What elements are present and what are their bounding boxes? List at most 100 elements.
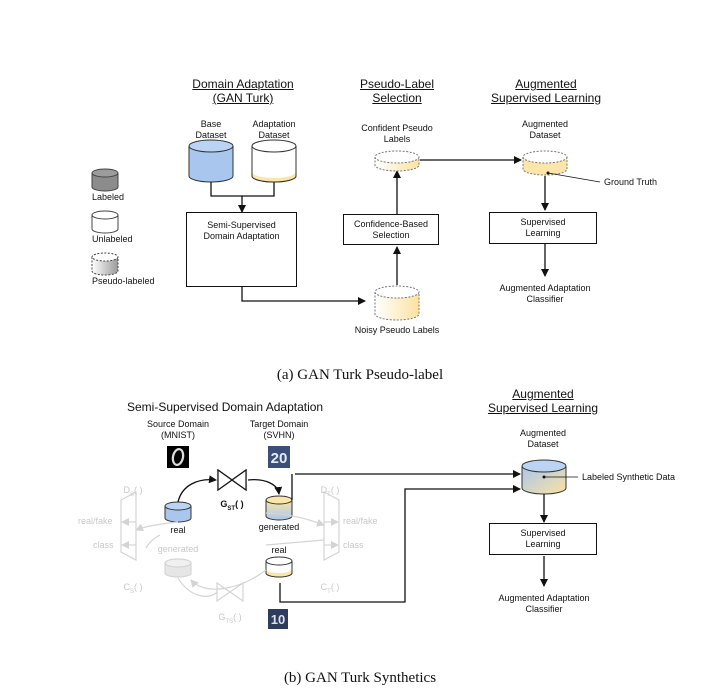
legend-labeled-cylinder [91, 168, 119, 192]
svhn-thumbnail [268, 446, 290, 468]
legend-unlabeled: Unlabeled [92, 234, 133, 244]
to-noisy-arrow [241, 287, 366, 305]
gst-sub: ST [227, 505, 236, 512]
header-aug-l1: Augmented [515, 77, 577, 91]
classifier-b-l2: Classifier [525, 604, 563, 614]
aug-dataset-label-a: Augmented Dataset [505, 119, 585, 141]
adaptation-dataset-cylinder [251, 139, 297, 183]
ssda-box: Semi-Supervised Domain Adaptation [186, 212, 297, 287]
gst-label: GST( ) [212, 499, 252, 515]
generated-label: generated [258, 522, 300, 532]
ground-truth-leader [547, 172, 601, 183]
svg-text:10: 10 [271, 612, 285, 627]
svhn-thumbnail-2 [268, 609, 288, 629]
ct-paren: ( ) [330, 582, 340, 592]
dt-paren: ( ) [330, 485, 340, 495]
header-pseudo-label: Pseudo-Label Selection [342, 77, 452, 105]
source-l1: Source Domain [146, 419, 210, 429]
noisy-pseudo-label: Noisy Pseudo Labels [354, 325, 440, 335]
source-real-cylinder [164, 501, 192, 523]
datasets-join-line [210, 182, 275, 197]
gts-g: G [218, 612, 226, 622]
base-dataset-cylinder [188, 139, 234, 183]
adaptation-dataset-l1: Adaptation [252, 119, 296, 129]
labeled-synthetic-label: Labeled Synthetic Data [582, 472, 676, 482]
base-dataset-l2: Dataset [195, 130, 227, 140]
real-to-gst-arc [177, 475, 217, 503]
cs-label: CS( ) [118, 582, 148, 598]
cs-sub: S [129, 588, 134, 595]
ds-sub: S [129, 491, 134, 498]
gts-paren: ( ) [233, 612, 242, 622]
aug-dataset-a-l2: Dataset [529, 130, 561, 140]
ssda-l2: Domain Adaptation [203, 231, 280, 241]
aug-dataset-b-l2: Dataset [527, 439, 559, 449]
source-l2: (MNIST) [161, 430, 195, 440]
header-aug-l2: Supervised Learning [490, 91, 602, 105]
legend-unlabeled-cylinder [91, 210, 119, 234]
legend-labeled: Labeled [92, 192, 125, 202]
base-dataset-label: Base Dataset [181, 119, 241, 141]
confident-l1: Confident Pseudo [361, 123, 433, 133]
header-pseudo-l1: Pseudo-Label [359, 77, 435, 91]
gst-suffix: ( ) [235, 499, 244, 509]
header-aug-b-l1: Augmented [512, 387, 574, 401]
adaptation-dataset-label: Adaptation Dataset [244, 119, 304, 141]
sup-a-l2: Learning [525, 228, 561, 238]
realfake-left: real/fake [78, 516, 113, 526]
realfake-right: real/fake [343, 516, 378, 526]
caption-b: (b) GAN Turk Synthetics [283, 670, 437, 686]
caption-a: (a) GAN Turk Pseudo-label [276, 367, 444, 383]
ct-c: C [320, 582, 328, 592]
gst-to-generated-arc [247, 479, 283, 495]
header-augmented-b: Augmented Supervised Learning [478, 387, 608, 415]
cbs-l2: Selection [372, 230, 410, 240]
header-aug-b-l2: Supervised Learning [487, 401, 599, 415]
panel-b-title: Semi-Supervised Domain Adaptation [127, 400, 324, 414]
supervised-learning-box-a: Supervised Learning [489, 212, 597, 244]
confident-pseudo-label: Confident Pseudo Labels [352, 123, 442, 145]
classifier-label-a: Augmented Adaptation Classifier [485, 283, 605, 305]
source-domain-label: Source Domain (MNIST) [143, 419, 213, 441]
header-pseudo-l2: Selection [372, 91, 422, 105]
target-l1: Target Domain [249, 419, 309, 429]
dt-d: D [320, 485, 328, 495]
base-dataset-l1: Base [200, 119, 222, 129]
class-right: class [343, 540, 364, 550]
aug-dataset-a-l1: Augmented [521, 119, 569, 129]
header-domain-adaptation: Domain Adaptation (GAN Turk) [178, 77, 308, 105]
noisy-pseudo-cylinder [374, 285, 420, 321]
target-l2: (SVHN) [263, 430, 295, 440]
sup-b-l2: Learning [525, 539, 561, 549]
class-left: class [93, 540, 114, 550]
cs-paren: ( ) [134, 582, 143, 592]
dt-label: DT( ) [315, 485, 345, 501]
classifier-label-b: Augmented Adaptation Classifier [484, 593, 604, 615]
generated-ghost: generated [157, 544, 199, 554]
confidence-selection-box: Confidence-Based Selection [343, 214, 439, 245]
confident-pseudo-cylinder [374, 150, 420, 172]
header-domain-adaptation-l2: (GAN Turk) [212, 91, 274, 105]
ghost-elements [120, 491, 340, 603]
ssda-l1: Semi-Supervised [207, 220, 276, 230]
legend-pseudo-cylinder [91, 252, 119, 276]
confident-l2: Labels [383, 134, 411, 144]
gts-label: GTS( ) [213, 612, 247, 628]
ct-label: CT( ) [315, 582, 345, 598]
target-domain-label: Target Domain (SVHN) [244, 419, 314, 441]
sup-b-l1: Supervised [520, 528, 566, 538]
header-augmented: Augmented Supervised Learning [481, 77, 611, 105]
gst-g: G [220, 499, 228, 509]
sup-a-l1: Supervised [520, 217, 566, 227]
ds-d: D [123, 485, 130, 495]
legend-pseudo: Pseudo-labeled [92, 276, 155, 286]
augmented-dataset-cylinder-b [521, 459, 567, 495]
aug-dataset-label-b: Augmented Dataset [503, 428, 583, 450]
ct-sub: T [327, 588, 331, 595]
classifier-a-l1: Augmented Adaptation [499, 283, 591, 293]
cs-c: C [123, 582, 130, 592]
header-domain-adaptation-l1: Domain Adaptation [192, 77, 294, 91]
svhn-digits: 20 [271, 450, 288, 467]
ground-truth-label: Ground Truth [604, 177, 658, 187]
